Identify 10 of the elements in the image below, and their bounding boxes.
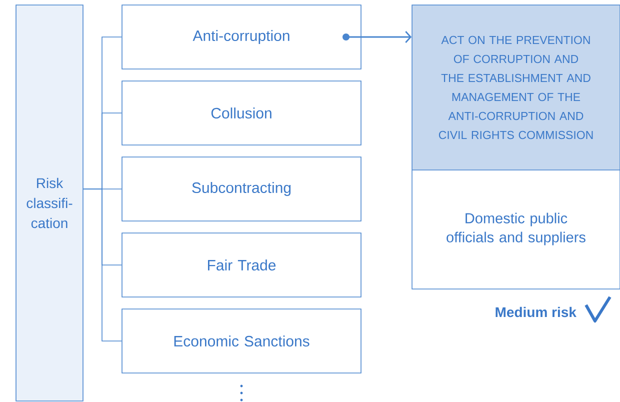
risk-box: Collusion (122, 80, 362, 146)
category-box: Risk classifi- cation (16, 4, 84, 402)
risk-box: Fair Trade (122, 232, 362, 298)
risk-box: Economic Sanctions (122, 308, 362, 374)
risk-level-label: Medium risk (496, 306, 576, 318)
arrow (342, 31, 412, 43)
law-box: ACT ON THE PREVENTION OF CORRUPTION AND THE ESTABLISHMENT AND MANAGEMENT OF THE ANTI-CORRUPTION AND CIVIL RIGHTS COMMISSION Domestic public officials and suppliers (412, 4, 620, 290)
risk-box: Anti-corruption (122, 4, 362, 70)
risk-box: Subcontracting (122, 156, 362, 222)
tree-connector (83, 188, 122, 342)
